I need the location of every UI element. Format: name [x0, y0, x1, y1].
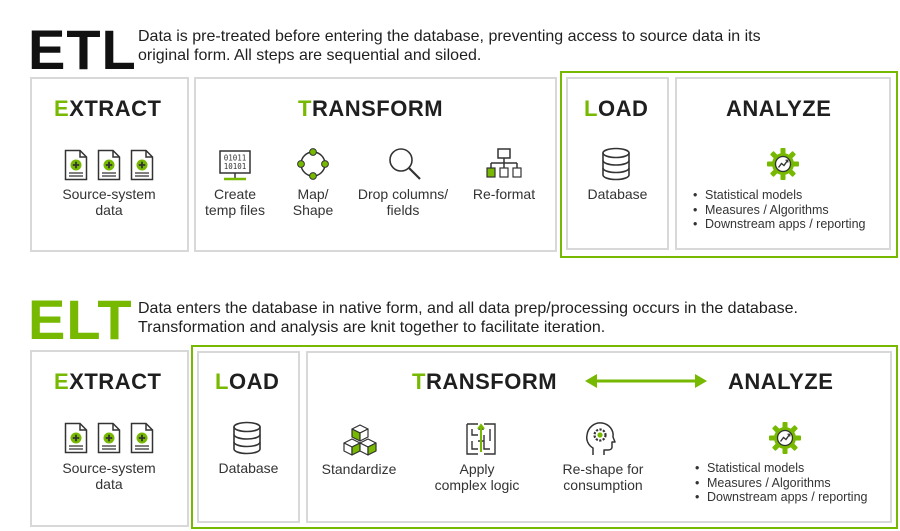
etl-load-label: Database	[587, 186, 648, 202]
elt-transform-item-standardize: Standardize	[314, 461, 404, 477]
etl-load-panel	[566, 77, 669, 250]
svg-text:01011: 01011	[224, 154, 247, 163]
etl-analyze-bullet: Measures / Algorithms	[693, 203, 866, 218]
etl-transform-item-create-line-2: temp files	[205, 202, 265, 218]
elt-transform-item-logic: Apply complex logic	[427, 461, 527, 493]
etl-analyze-bullet: Downstream apps / reporting	[693, 217, 866, 232]
elt-extract-document-icons	[64, 421, 154, 460]
elt-transform-heading: TRANSFORM	[412, 369, 558, 394]
elt-gear-chart-icon	[768, 421, 802, 460]
elt-extract-heading: EXTRACT	[54, 369, 162, 394]
etl-title: ETL	[28, 18, 137, 81]
etl-extract-heading: EXTRACT	[54, 96, 162, 121]
elt-title: ELT	[28, 288, 133, 351]
etl-analyze-bullet: Statistical models	[693, 188, 866, 203]
etl-transform-item-map-line-2: Shape	[292, 202, 334, 218]
etl-extract-label-line-2: data	[95, 202, 123, 218]
elt-analyze-bullet: Measures / Algorithms	[695, 476, 868, 491]
etl-transform-item-reformat: Re-format	[462, 186, 546, 202]
etl-load-analyze-group	[560, 71, 898, 258]
head-gear-icon	[584, 421, 616, 462]
etl-transform-item-map-line-1: Map/	[297, 186, 329, 202]
etl-transform-item-drop: Drop columns/ fields	[348, 186, 458, 218]
etl-analyze-heading: ANALYZE	[726, 96, 832, 121]
elt-load-panel	[197, 351, 300, 523]
elt-transform-item-logic-line-2: complex logic	[434, 477, 520, 493]
binary-monitor-icon: 01011 10101	[218, 149, 252, 188]
elt-description: Data enters the database in native form,…	[138, 299, 798, 337]
elt-analyze-bullet: Downstream apps / reporting	[695, 490, 868, 505]
etl-load-heading: LOAD	[584, 96, 649, 121]
etl-transform-panel	[194, 77, 557, 252]
etl-extract-document-icons	[64, 148, 154, 187]
etl-description-line-2: original form. All steps are sequential …	[138, 47, 482, 64]
elt-transform-item-reshape: Re-shape for consumption	[550, 461, 656, 493]
elt-transform-item-standardize-line-1: Standardize	[321, 461, 397, 477]
etl-description: Data is pre-treated before entering the …	[138, 27, 761, 65]
elt-database-icon	[231, 421, 263, 460]
elt-transform-item-reshape-line-1: Re-shape for	[562, 461, 644, 477]
etl-transform-item-drop-line-1: Drop columns/	[357, 186, 449, 202]
elt-load-heading: LOAD	[215, 369, 280, 394]
elt-transform-item-reshape-line-2: consumption	[563, 477, 643, 493]
etl-transform-item-create: Create temp files	[195, 186, 275, 218]
etl-transform-heading: TRANSFORM	[298, 96, 444, 121]
etl-transform-item-create-line-1: Create	[213, 186, 257, 202]
double-arrow-icon	[584, 372, 708, 395]
etl-gear-chart-icon	[766, 147, 800, 186]
etl-database-icon	[600, 147, 632, 186]
etl-extract-label: Source-system data	[50, 186, 168, 218]
etl-transform-item-map: Map/ Shape	[278, 186, 348, 218]
elt-transform-item-logic-line-1: Apply	[459, 461, 495, 477]
magnifier-icon	[387, 146, 423, 187]
node-map-icon	[296, 147, 330, 186]
elt-extract-label-line-1: Source-system	[62, 460, 156, 476]
elt-load-label: Database	[218, 460, 279, 476]
elt-description-line-1: Data enters the database in native form,…	[138, 300, 798, 317]
etl-transform-item-drop-line-2: fields	[386, 202, 420, 218]
elt-description-line-2: Transformation and analysis are knit tog…	[138, 319, 606, 336]
elt-load-transform-analyze-group	[191, 345, 898, 529]
cubes-icon	[342, 423, 378, 462]
etl-analyze-bullets: Statistical models Measures / Algorithms…	[693, 188, 866, 232]
elt-analyze-heading: ANALYZE	[728, 369, 834, 394]
elt-analyze-bullets: Statistical models Measures / Algorithms…	[695, 461, 868, 505]
elt-analyze-bullet: Statistical models	[695, 461, 868, 476]
elt-extract-label-line-2: data	[95, 476, 123, 492]
etl-description-line-1: Data is pre-treated before entering the …	[138, 28, 761, 45]
svg-text:10101: 10101	[224, 162, 247, 171]
elt-extract-label: Source-system data	[50, 460, 168, 492]
etl-extract-label-line-1: Source-system	[62, 186, 156, 202]
maze-icon	[465, 422, 497, 461]
etl-transform-item-reformat-line-1: Re-format	[472, 186, 536, 202]
hierarchy-icon	[486, 147, 522, 186]
